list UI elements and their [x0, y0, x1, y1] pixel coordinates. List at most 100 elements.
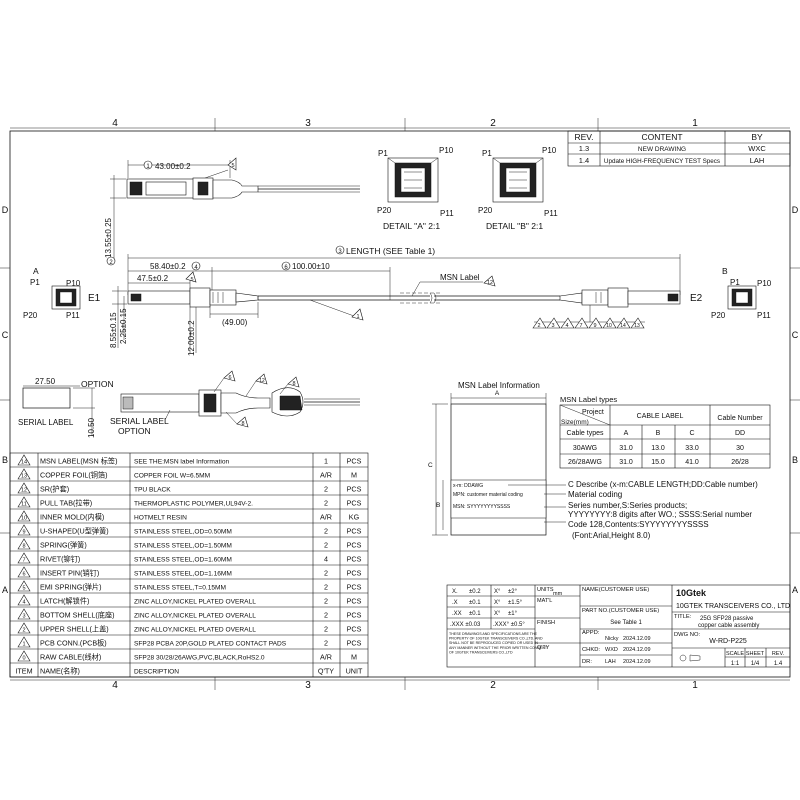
bom-cell: 2	[324, 583, 328, 592]
bom-cell: BOTTOM SHELL(底座)	[40, 611, 115, 620]
bom-header: ITEM	[15, 667, 32, 676]
dim-label: 47.5±0.2	[137, 274, 169, 283]
table-cell: 26/28	[731, 459, 749, 466]
tol-cell: X.	[452, 589, 458, 595]
tol-cell: .X	[452, 600, 458, 606]
bom-cell: PCS	[347, 527, 362, 536]
pin-label: P1	[378, 149, 388, 158]
bom-cell: 1	[324, 457, 328, 466]
table-cell: 26/28AWG	[568, 459, 602, 466]
rev-label: REV.	[772, 651, 785, 657]
bom-cell: 2	[324, 485, 328, 494]
tol-cell: ±0.2	[469, 589, 481, 595]
bom-cell: SEE THE:MSN label Information	[134, 459, 229, 466]
dim-label: A	[495, 390, 500, 397]
bom-cell: 2	[324, 639, 328, 648]
bom-cell: STAINLESS STEEL,OD=1.60MM	[134, 557, 232, 564]
title-label: TITLE:	[674, 614, 692, 620]
bom-cell: ZINC ALLOY,NICKEL PLATED OVERALL	[134, 599, 256, 606]
qty-label: Q'TY	[537, 645, 550, 651]
bom-header: UNIT	[346, 667, 363, 676]
end-view-a: A P1 P10 P20 P11	[23, 266, 81, 320]
field-label: NAME(CUSTOMER USE)	[582, 587, 649, 593]
scale-label: SCALE	[726, 651, 744, 657]
matl-label: MAT'L	[537, 598, 552, 604]
bom-cell: PCS	[347, 611, 362, 620]
bom-cell: 14	[21, 460, 27, 466]
bom-cell: 2	[324, 625, 328, 634]
bom-cell: 2	[324, 569, 328, 578]
item-balloon	[17, 496, 31, 508]
bom-cell: EMI SPRING(弹片)	[40, 583, 102, 592]
balloon-number: 6	[228, 375, 231, 381]
bom-cell: 2	[324, 611, 328, 620]
frame-col-label: 2	[490, 118, 496, 129]
frame-col-label: 2	[490, 680, 496, 691]
title-value: 25G SFP28 passive	[700, 616, 754, 622]
bom-cell: 2	[22, 628, 25, 634]
balloon-number: 10	[606, 323, 612, 329]
bom-cell: PCS	[347, 541, 362, 550]
frame-row-label: B	[2, 455, 8, 465]
tol-cell: ±0.1	[469, 600, 481, 606]
section-title: MSN Label Information	[458, 381, 540, 390]
balloon-number: 6	[284, 265, 288, 271]
appd-label: APPD:	[582, 630, 600, 636]
disclaimer: THESE DRAWINGS AND SPECIFICATIONS ARE TH…	[449, 632, 548, 654]
frame-col-label: 1	[692, 118, 698, 129]
bom-cell: KG	[349, 513, 360, 522]
bom-cell: PCS	[347, 499, 362, 508]
title-value: copper cable assembly	[698, 623, 759, 629]
balloon-number: 3	[551, 323, 554, 329]
dim-label: 58.40±0.2	[150, 262, 186, 271]
pin-label: P1	[730, 278, 740, 287]
bom-cell: PCS	[347, 639, 362, 648]
bom-cell: INNER MOLD(内模)	[40, 513, 104, 522]
msn-desc: Material coding	[568, 490, 622, 499]
frame-row-label: B	[792, 455, 798, 465]
balloon-number: 4	[565, 323, 568, 329]
item-balloon	[17, 524, 31, 536]
bom-cell: 3	[22, 614, 25, 620]
item-balloon	[17, 636, 31, 648]
balloon-number: 4	[194, 265, 198, 271]
balloon-number: 5	[231, 163, 234, 169]
bom-cell: SPRING(弹簧)	[40, 541, 87, 550]
units-label: UNITS	[537, 587, 554, 593]
msn-types-table: MSN Label types Project Size(mm) CABLE L…	[559, 395, 771, 469]
bom-cell: SFP28 PCBA 20P,GOLD PLATED CONTACT PADS	[134, 641, 287, 648]
pin-label: P11	[757, 311, 771, 320]
tol-cell: ±0.1	[469, 611, 481, 617]
scale-value: 1:1	[731, 661, 740, 667]
rev-cell: LAH	[750, 156, 765, 165]
frame-row-label: C	[2, 330, 9, 340]
rev-header: CONTENT	[641, 132, 682, 142]
balloon-number: 1	[146, 164, 150, 170]
bom-header: DESCRIPTION	[134, 669, 179, 676]
bom-cell: 4	[22, 600, 25, 606]
msn-line: x-m: DDAWG	[453, 483, 483, 489]
bom-cell: 10	[21, 516, 27, 522]
balloon-number: 9	[593, 323, 596, 329]
bom-cell: 4	[324, 555, 328, 564]
part-no-value: See Table 1	[610, 620, 642, 626]
bom-cell: RAW CABLE(线材)	[40, 653, 101, 662]
bom-cell: TPU BLACK	[134, 487, 171, 494]
end-label: E1	[88, 293, 101, 304]
balloon-number: 3	[338, 249, 342, 255]
bom-cell: 6	[22, 572, 25, 578]
item-balloon	[17, 580, 31, 592]
bom-cell: COPPER FOIL(铜箔)	[40, 471, 108, 480]
bom-cell: MSN LABEL(MSN 标签)	[40, 457, 117, 466]
pin-label: P10	[542, 146, 557, 155]
bom-cell: SR(护套)	[40, 485, 69, 494]
frame-col-label: 3	[305, 118, 311, 129]
bom-cell: 0	[22, 656, 25, 662]
bom-cell: PULL TAB(拉带)	[40, 499, 92, 508]
table-header: Project	[582, 409, 604, 416]
bom-cell: 1	[22, 642, 25, 648]
pin-label: P1	[30, 278, 40, 287]
bom-cell: 9	[22, 530, 25, 536]
tol-cell: .XX	[452, 611, 462, 617]
balloon-number: 8	[241, 421, 244, 427]
